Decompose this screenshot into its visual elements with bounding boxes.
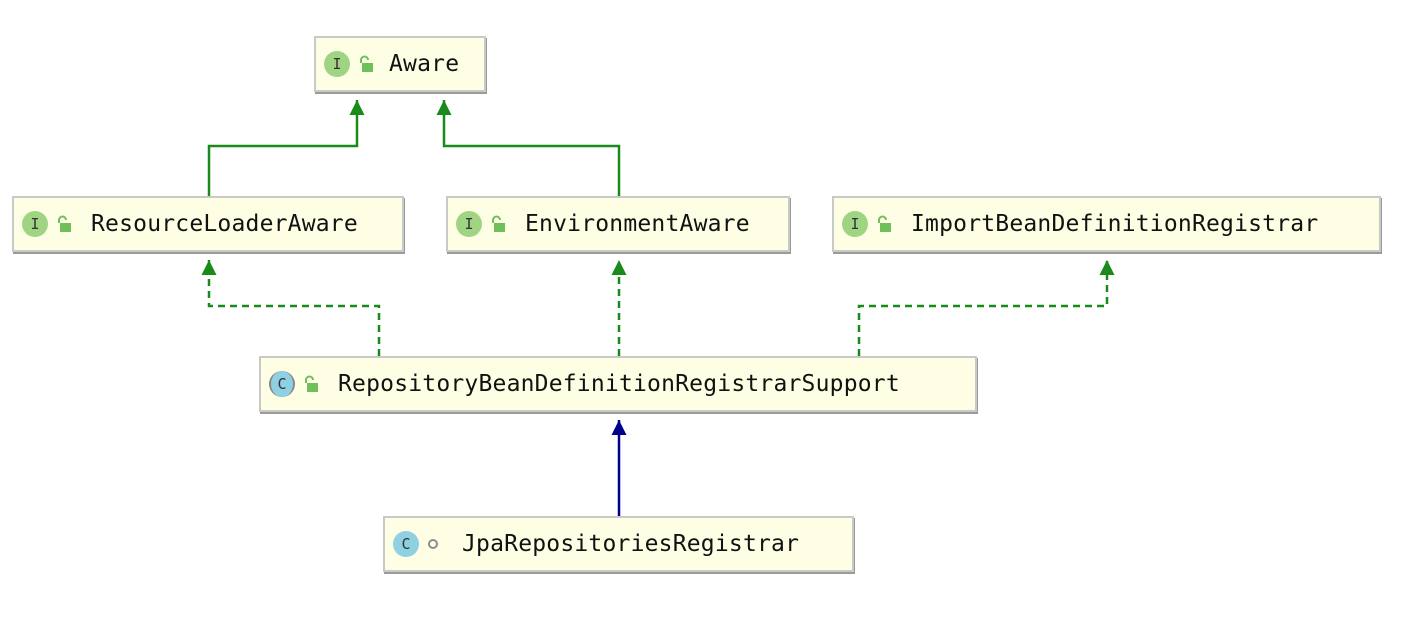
edge-support-implements-resourceloaderaware (201, 260, 381, 356)
unlocked-padlock-icon (360, 55, 373, 72)
node-repository-bean-definition-registrar-support[interactable]: C RepositoryBeanDefinitionRegistrarSuppo… (259, 356, 977, 412)
node-import-bean-definition-registrar[interactable]: I ImportBeanDefinitionRegistrar (832, 196, 1381, 252)
interface-icon: I (842, 211, 868, 237)
edge-resourceloaderaware-extends-aware (207, 100, 365, 196)
node-repository-bean-definition-registrar-support-name: RepositoryBeanDefinitionRegistrarSupport (338, 371, 900, 397)
edge-support-implements-importbeandefinitionregistrar (857, 260, 1115, 356)
abstract-class-icon: C (269, 371, 295, 397)
node-resource-loader-aware-name: ResourceLoaderAware (91, 211, 358, 237)
edge-environmentaware-extends-aware (436, 100, 621, 196)
class-icon: C (393, 531, 419, 557)
node-aware-name: Aware (389, 51, 460, 77)
unlocked-padlock-icon (58, 215, 71, 232)
unlocked-padlock-icon (492, 215, 505, 232)
node-environment-aware-name: EnvironmentAware (525, 211, 750, 237)
interface-icon: I (456, 211, 482, 237)
node-jpa-repositories-registrar[interactable]: C JpaRepositoriesRegistrar (383, 516, 854, 572)
interface-icon: I (324, 51, 350, 77)
node-aware[interactable]: I Aware (314, 36, 486, 92)
unlocked-padlock-icon (305, 375, 318, 392)
node-jpa-repositories-registrar-name: JpaRepositoriesRegistrar (462, 531, 800, 557)
node-resource-loader-aware[interactable]: I ResourceLoaderAware (12, 196, 404, 252)
node-import-bean-definition-registrar-name: ImportBeanDefinitionRegistrar (911, 211, 1319, 237)
node-environment-aware[interactable]: I EnvironmentAware (446, 196, 790, 252)
unlocked-padlock-icon (878, 215, 891, 232)
hollow-circle-icon (428, 539, 438, 549)
interface-icon: I (22, 211, 48, 237)
